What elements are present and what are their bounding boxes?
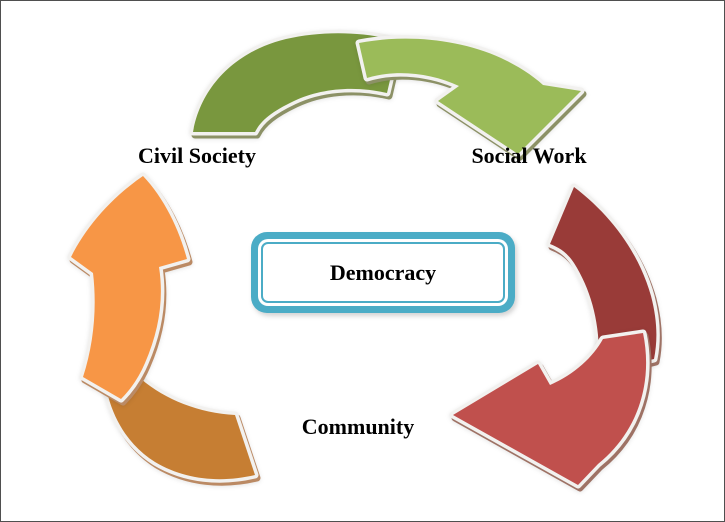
label-civil-society: Civil Society xyxy=(138,143,256,168)
arrow-community-to-civil-society-tail xyxy=(99,359,259,483)
democracy-box: Democracy xyxy=(251,232,515,313)
arrow-civil-society-to-social-work-head xyxy=(355,35,585,158)
arrow-social-work-to-community-tail xyxy=(546,183,660,377)
democracy-box-white-ring: Democracy xyxy=(258,239,508,306)
arrow-social-work-to-community-head xyxy=(449,329,650,489)
arrow-community-to-civil-society-head xyxy=(67,172,191,403)
label-democracy: Democracy xyxy=(329,259,437,285)
label-social-work: Social Work xyxy=(471,143,587,168)
democracy-box-inner-border: Democracy xyxy=(261,242,505,303)
label-community: Community xyxy=(301,414,415,439)
